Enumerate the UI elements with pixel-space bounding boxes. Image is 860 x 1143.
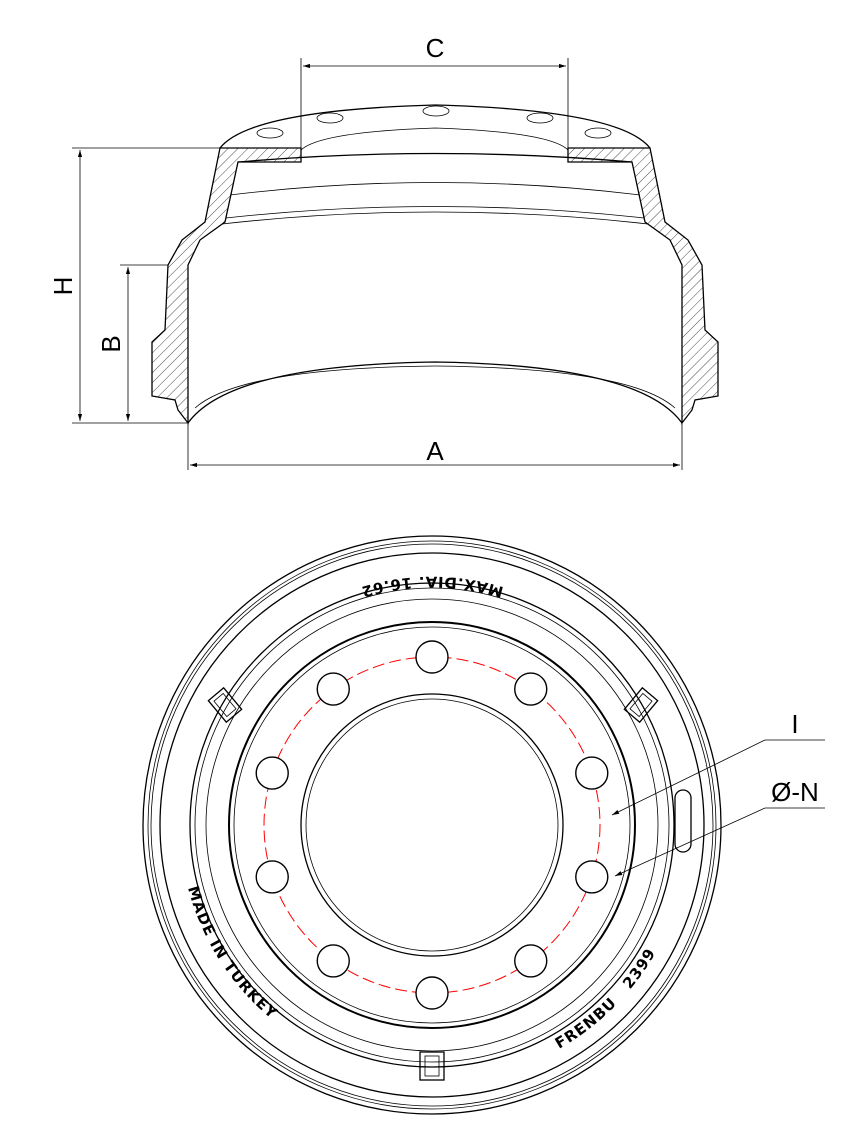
dimension-label-a: A — [426, 436, 444, 466]
bolt-circle — [263, 656, 601, 994]
bolt-hole-icon — [316, 944, 350, 978]
bolt-hole-icon — [514, 672, 548, 706]
balance-lug-icon — [207, 686, 243, 724]
bolt-hole-icon — [526, 112, 554, 124]
rim-ring — [159, 552, 705, 1098]
rim-ring — [205, 598, 659, 1052]
rim-ring — [150, 543, 714, 1107]
side-view: C H B A — [48, 33, 719, 470]
max-diameter-text-path: MAX.DIA. 16.62 — [359, 573, 504, 601]
bolt-hole-icon — [255, 756, 289, 790]
dimension-label-h: H — [48, 277, 78, 296]
balance-lug-icon — [623, 686, 659, 724]
bolt-hole-icon — [575, 756, 609, 790]
inner-edge — [194, 365, 676, 409]
rim-ring — [194, 587, 670, 1063]
left-section — [151, 147, 302, 425]
leader-line-n — [614, 807, 825, 877]
inner-edge — [221, 211, 649, 225]
hub-bore — [300, 693, 564, 957]
bolt-hole-icon — [256, 127, 284, 139]
hub-opening — [300, 127, 569, 151]
rim-ring — [147, 540, 717, 1110]
bolt-holes — [255, 640, 609, 1010]
label-i: I — [791, 709, 798, 739]
balance-lug-icon — [419, 1051, 445, 1081]
bolt-hole-icon — [422, 105, 450, 117]
dimension-label-c: C — [426, 33, 445, 63]
inner-edge — [225, 206, 645, 219]
label-n: Ø-N — [771, 777, 819, 807]
bolt-hole-icon — [255, 860, 289, 894]
bolt-hole-icon — [316, 112, 344, 124]
bolt-hole-icon — [584, 127, 612, 139]
max-diameter-text: MAX.DIA. 16.62 — [359, 573, 505, 601]
brand-text-path: FRENBU 2399 — [552, 945, 659, 1053]
leader-line-i — [611, 739, 825, 816]
drum-bottom-edge — [187, 361, 683, 424]
right-section — [567, 147, 719, 425]
inspection-slot — [674, 789, 692, 853]
flange-circle — [228, 621, 636, 1029]
hub-bore-inner — [305, 698, 559, 952]
bolt-hole-icon — [415, 976, 449, 1010]
bolt-hole-icon — [415, 640, 449, 674]
flange-inner — [233, 626, 631, 1024]
inner-edge — [229, 182, 641, 196]
bolt-hole-icon — [514, 944, 548, 978]
top-plate-outline — [219, 104, 651, 149]
outer-rim — [142, 535, 722, 1115]
rim-ring — [189, 582, 675, 1068]
top-bolt-holes — [256, 105, 612, 139]
dimension-label-b: B — [96, 335, 126, 352]
front-view: MAX.DIA. 16.62 MADE IN TURKEY FRENBU 239… — [142, 535, 825, 1115]
inner-edge — [237, 152, 633, 163]
bolt-hole-icon — [575, 860, 609, 894]
bolt-hole-icon — [316, 672, 350, 706]
